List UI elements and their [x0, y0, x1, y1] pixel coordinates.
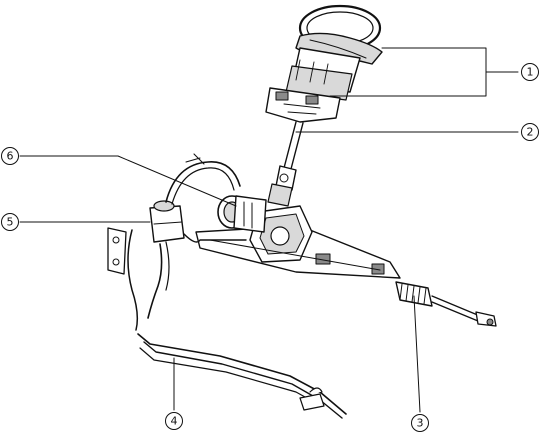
callout-5: 5: [1, 213, 19, 231]
pressure-and-return-hoses: [127, 153, 247, 331]
leader-lines: [19, 47, 519, 413]
oil-pump: [217, 195, 267, 233]
svg-text:5: 5: [7, 216, 14, 229]
rack-boot-and-tie-rod: [395, 281, 497, 327]
callout-3: 3: [411, 414, 429, 432]
steering-gear: [195, 205, 401, 279]
svg-text:6: 6: [7, 150, 14, 163]
oil-cooler-pipe: [137, 333, 347, 419]
callout-2: 2: [521, 123, 539, 141]
callout-6: 6: [1, 147, 19, 165]
svg-text:1: 1: [527, 66, 534, 79]
oil-reservoir: [107, 200, 185, 275]
callout-4: 4: [165, 412, 183, 430]
callout-1: 1: [521, 63, 539, 81]
svg-text:3: 3: [417, 417, 424, 430]
svg-text:2: 2: [527, 126, 534, 139]
svg-text:4: 4: [171, 415, 178, 428]
intermediate-shaft: [267, 121, 304, 207]
steering-wheel: [295, 4, 383, 65]
steering-column: [265, 47, 361, 123]
